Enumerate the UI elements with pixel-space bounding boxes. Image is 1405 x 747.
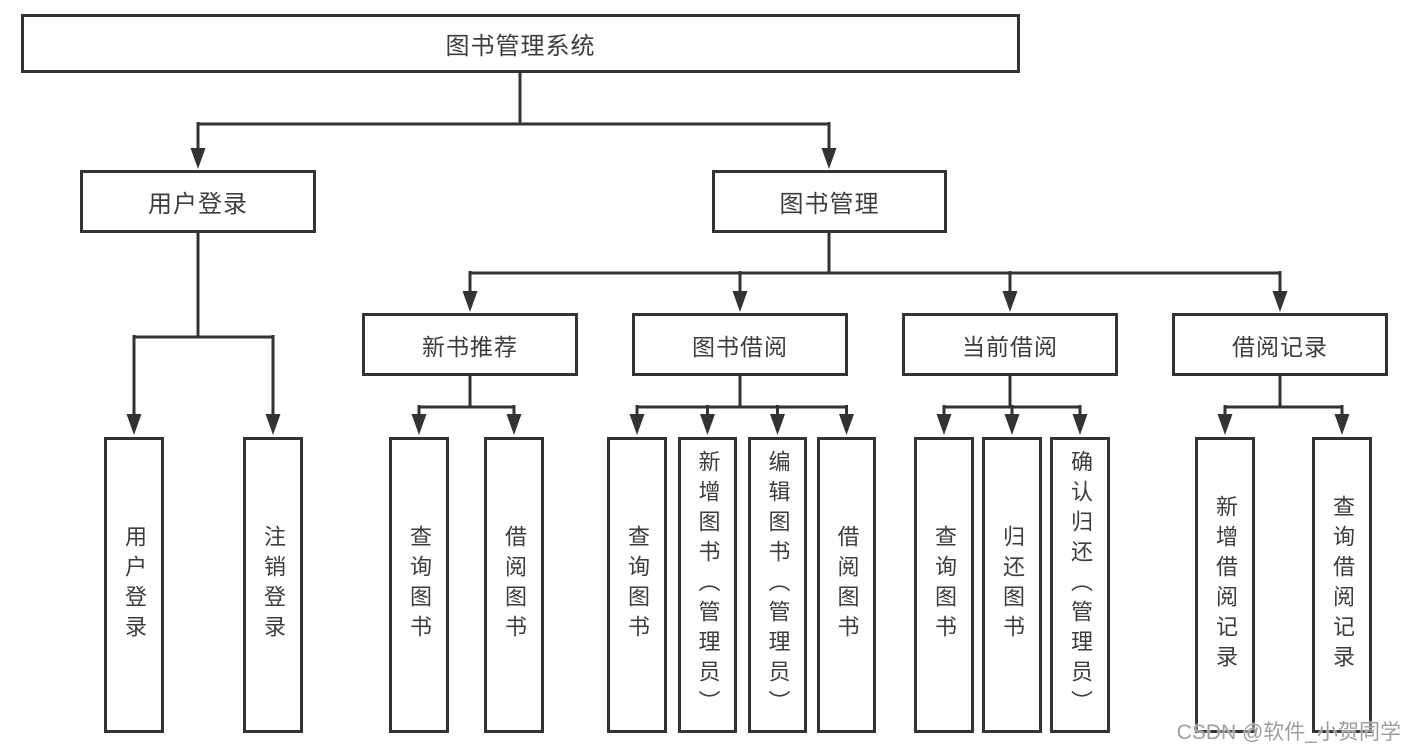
node-user-login: 用户登录 (80, 170, 316, 233)
leaf-logout-login: 注销登录 (243, 437, 303, 733)
connector-new-book-recommend (417, 376, 516, 417)
leaf-br-add-record: 新增借阅记录 (1195, 437, 1255, 733)
leaf-cb-confirm-return-admin: 确认归还（管理员） (1050, 437, 1110, 733)
arrow-icon (1002, 291, 1018, 312)
leaf-bb-edit-books-admin: 编辑图书（管理员） (748, 437, 807, 733)
leaf-rec-borrow-books: 借阅图书 (484, 437, 544, 733)
node-new-book-recommend: 新书推荐 (362, 313, 578, 376)
csdn-watermark: CSDN @软件_小贺同学 (1176, 721, 1401, 744)
connector-book-borrowing (635, 376, 848, 417)
node-borrowing-records: 借阅记录 (1172, 313, 1388, 376)
arrow-icon (839, 414, 854, 435)
arrow-icon (1004, 414, 1020, 435)
arrow-icon (411, 414, 427, 435)
leaf-bb-add-books-admin: 新增图书（管理员） (678, 437, 737, 733)
leaf-user-login: 用户登录 (104, 437, 164, 733)
arrow-icon (629, 414, 645, 435)
node-book-management: 图书管理 (712, 170, 947, 233)
arrow-icon (821, 148, 837, 169)
connector-borrowing-records (1223, 376, 1344, 417)
arrow-icon (936, 414, 952, 435)
node-root-library-system: 图书管理系统 (21, 14, 1020, 73)
arrow-icon (1272, 291, 1288, 312)
arrow-icon (1217, 414, 1233, 435)
node-current-borrowing: 当前借阅 (902, 313, 1118, 376)
leaf-cb-return-books: 归还图书 (982, 437, 1042, 733)
connector-root (196, 73, 831, 150)
arrow-icon (1334, 414, 1350, 435)
leaf-bb-borrow-books: 借阅图书 (817, 437, 876, 733)
node-book-borrowing: 图书借阅 (632, 313, 848, 376)
connector-current-borrowing (942, 376, 1082, 417)
arrow-icon (126, 414, 142, 435)
arrowheads (126, 148, 1350, 435)
arrow-icon (462, 291, 478, 312)
arrow-icon (265, 414, 281, 435)
connector-user-login (132, 233, 275, 416)
arrow-icon (700, 414, 715, 435)
connector-book-management (468, 233, 1282, 294)
leaf-br-query-record: 查询借阅记录 (1312, 437, 1372, 733)
leaf-bb-query-books: 查询图书 (607, 437, 667, 733)
leaf-cb-query-books: 查询图书 (914, 437, 974, 733)
arrow-icon (732, 291, 748, 312)
arrow-icon (190, 148, 206, 169)
arrow-icon (506, 414, 522, 435)
arrow-icon (1072, 414, 1088, 435)
leaf-rec-query-books: 查询图书 (389, 437, 449, 733)
arrow-icon (770, 414, 785, 435)
